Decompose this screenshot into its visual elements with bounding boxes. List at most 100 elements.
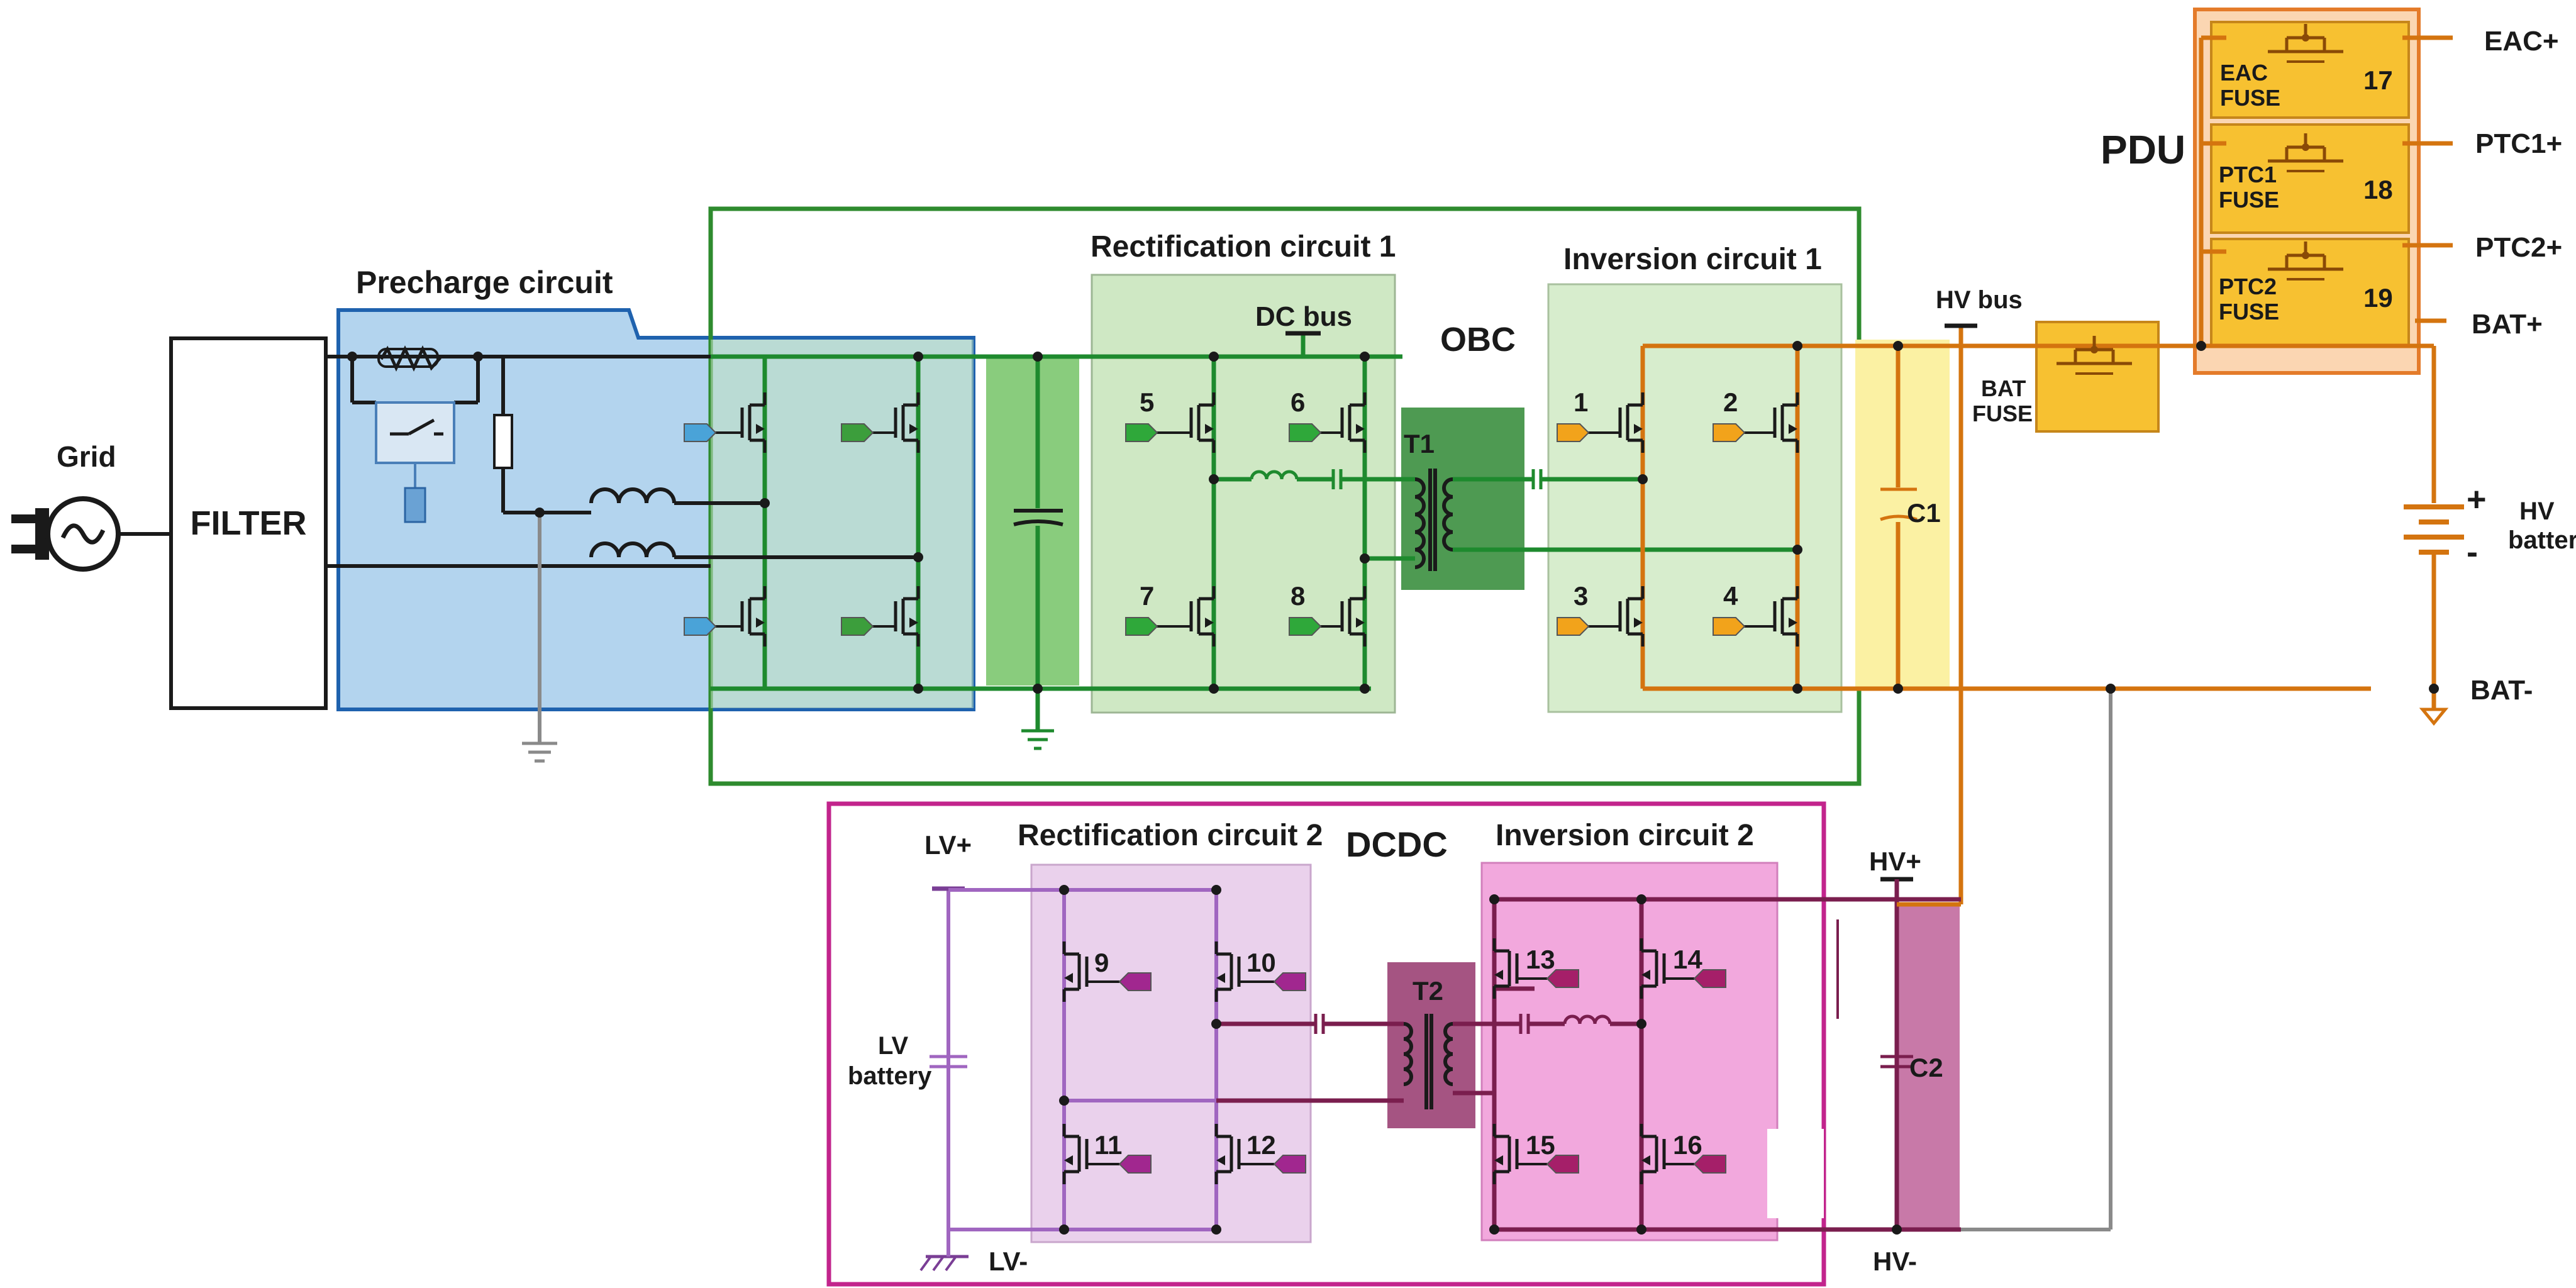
switch-label-11: 11 [1094, 1130, 1122, 1160]
lv-battery-line2: battery [848, 1062, 932, 1090]
mosfet-switch-9: 9 [1062, 941, 1152, 1002]
switch-label-2: 2 [1723, 387, 1738, 417]
pdu-title: PDU [2101, 127, 2185, 172]
ptc1-fuse-line2: FUSE [2219, 187, 2279, 213]
eac-fuse-line1: EAC [2220, 60, 2268, 86]
mosfet-switch-10: 10 [1214, 941, 1306, 1002]
mosfet-switch-11: 11 [1062, 1124, 1152, 1184]
ptc1-fuse-box [2210, 123, 2410, 234]
precharge-wiring [326, 345, 762, 763]
eac-plus-label: EAC+ [2484, 26, 2559, 57]
mosfet-switch-input-1 [684, 392, 767, 453]
filter-box [169, 336, 328, 710]
obc-junctions [760, 352, 1802, 694]
mosfet-switch-1: 1 [1557, 387, 1645, 453]
hv-battery-label: HV battery [2508, 497, 2576, 554]
inv1-box [1547, 283, 1843, 713]
fuse-switch-19: 19 [2268, 242, 2393, 313]
hv-bus-label: HV bus [1936, 286, 2023, 314]
switch-label-16: 16 [1673, 1130, 1702, 1160]
ptc1-fuse-line1: PTC1 [2219, 162, 2277, 187]
switch-label-17: 17 [2363, 65, 2393, 95]
mosfet-switch-8: 8 [1289, 581, 1367, 647]
ptc2-plus-label: PTC2+ [2475, 232, 2562, 263]
ptc1-fuse-label: PTC1 FUSE [2219, 162, 2283, 213]
lv-battery-line1: LV [878, 1032, 908, 1060]
inv1-title: Inversion circuit 1 [1563, 243, 1822, 276]
switch-label-19: 19 [2363, 283, 2393, 313]
switch-label-4: 4 [1723, 581, 1738, 611]
mosfet-switch-16: 16 [1640, 1124, 1726, 1184]
dcdc-box [826, 801, 1826, 1287]
white-patch [1767, 1129, 1824, 1218]
hv-battery-line1: HV [2519, 497, 2555, 525]
switch-label-9: 9 [1094, 948, 1109, 977]
switch-label-15: 15 [1526, 1130, 1555, 1160]
obc-wiring [711, 331, 1797, 750]
rect1-title: Rectification circuit 1 [1091, 230, 1396, 264]
inv2-box [1480, 862, 1779, 1241]
lv-plus-label: LV+ [924, 830, 972, 860]
bat-fuse-label: BAT FUSE [1972, 375, 2033, 426]
lv-minus-label: LV- [989, 1246, 1028, 1276]
dcdc-title: DCDC [1346, 824, 1448, 864]
mosfet-switch-15: 15 [1492, 1124, 1579, 1184]
switch-label-1: 1 [1574, 387, 1588, 417]
t1-label: T1 [1404, 429, 1435, 458]
hv-battery-minus: - [2467, 533, 2478, 571]
grid-plug-icon [11, 496, 121, 572]
mosfet-switch-input-3 [684, 586, 767, 647]
c1-band [1855, 340, 1950, 687]
rect1-box [1091, 274, 1396, 714]
mosfet-switch-4: 4 [1713, 581, 1799, 647]
switch-label-14: 14 [1673, 945, 1702, 974]
mosfet-switch-7: 7 [1125, 581, 1216, 647]
precharge-title: Precharge circuit [356, 265, 613, 300]
mosfet-switch-14: 14 [1640, 938, 1726, 999]
eac-fuse-line2: FUSE [2220, 85, 2280, 111]
grid-label: Grid [57, 440, 116, 473]
hv-battery-plus: + [2467, 480, 2487, 518]
mosfet-switch-13: 13 [1492, 938, 1579, 999]
bat-fuse-switch [2057, 336, 2132, 375]
switch-label-3: 3 [1574, 581, 1588, 611]
switch-label-10: 10 [1246, 948, 1276, 977]
rect2-title: Rectification circuit 2 [1018, 819, 1323, 852]
obc-title: OBC [1440, 321, 1516, 358]
dc-bus-label: DC bus [1255, 301, 1352, 332]
switch-label-7: 7 [1140, 581, 1154, 611]
c2-label: C2 [1909, 1053, 1943, 1082]
hv-minus-label: HV- [1873, 1246, 1917, 1276]
bat-fuse-box [2035, 321, 2160, 433]
input-bridge-tint [711, 340, 974, 708]
c1-label: C1 [1907, 498, 1941, 528]
mosfet-switch-3: 3 [1557, 581, 1645, 647]
mosfet-switch-6: 6 [1289, 387, 1367, 453]
ptc2-fuse-line2: FUSE [2219, 299, 2279, 325]
mosfet-switch-12: 12 [1214, 1124, 1306, 1184]
switch-label-6: 6 [1291, 387, 1305, 417]
fuse-switch-17: 17 [2268, 24, 2393, 95]
mosfet-switch-5: 5 [1125, 387, 1216, 453]
ptc2-fuse-line1: PTC2 [2219, 274, 2277, 299]
mosfet-switch-2: 2 [1713, 387, 1799, 453]
c2-band [1897, 906, 1960, 1231]
filter-label: FILTER [191, 504, 307, 542]
switch-label-18: 18 [2363, 175, 2393, 204]
switch-label-12: 12 [1246, 1130, 1276, 1160]
switch-label-13: 13 [1526, 945, 1555, 974]
lv-battery-label: LV battery [848, 1032, 932, 1090]
fuse-switch-18: 18 [2268, 133, 2393, 204]
inv2-title: Inversion circuit 2 [1496, 819, 1754, 852]
bat-plus-label: BAT+ [2472, 309, 2543, 340]
switch-label-5: 5 [1140, 387, 1154, 417]
hv-plus-label: HV+ [1869, 847, 1921, 876]
hv-battery-line2: battery [2508, 526, 2576, 554]
t2-label: T2 [1413, 976, 1443, 1006]
rect2-box [1030, 863, 1312, 1243]
bat-minus-label: BAT- [2470, 675, 2533, 706]
bat-fuse-line1: BAT [1981, 375, 2026, 401]
